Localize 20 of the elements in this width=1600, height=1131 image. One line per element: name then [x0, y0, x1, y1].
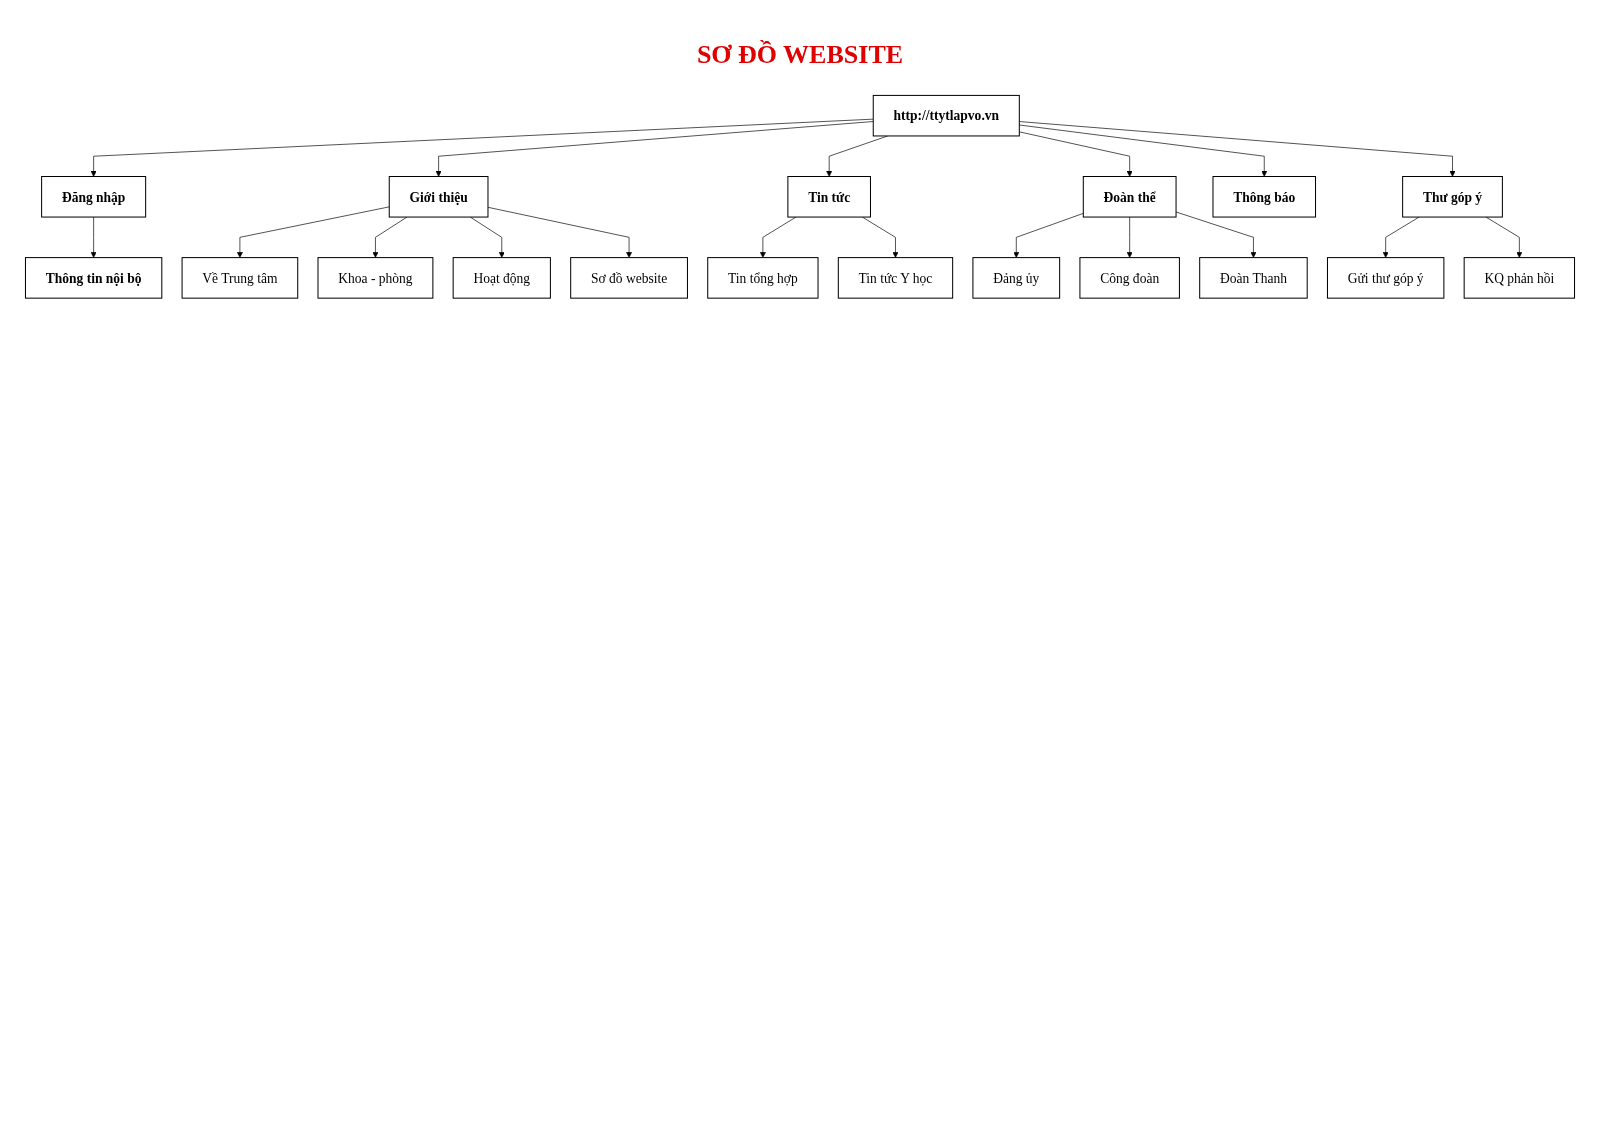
node-box: Khoa - phòng	[317, 257, 434, 299]
node-box: Tin tổng hợp	[707, 257, 819, 299]
node-box: Đoàn thể	[1082, 176, 1177, 218]
node-box: Tin tức	[787, 176, 871, 218]
node-box: http://ttytlapvo.vn	[872, 94, 1020, 137]
node-box: Đăng nhập	[41, 176, 147, 218]
node-box: Thư góp ý	[1402, 176, 1503, 218]
node-box: Đảng ủy	[972, 257, 1061, 299]
node-box: Về Trung tâm	[181, 257, 299, 299]
node-box: Tin tức Y học	[837, 257, 954, 299]
node-box: Đoàn Thanh	[1199, 257, 1308, 299]
node-box: Sơ đồ website	[570, 257, 688, 299]
node-box: KQ phản hồi	[1463, 257, 1576, 299]
node-box: Thông tin nội bộ	[24, 257, 163, 299]
node-box: Gửi thư góp ý	[1326, 257, 1445, 299]
node-box: Công đoàn	[1079, 257, 1180, 299]
node-box: Hoạt động	[452, 257, 551, 299]
diagram-title: SƠ ĐỒ WEBSITE	[695, 40, 905, 70]
node-box: Thông báo	[1212, 176, 1317, 218]
node-box: Giới thiệu	[388, 176, 489, 218]
